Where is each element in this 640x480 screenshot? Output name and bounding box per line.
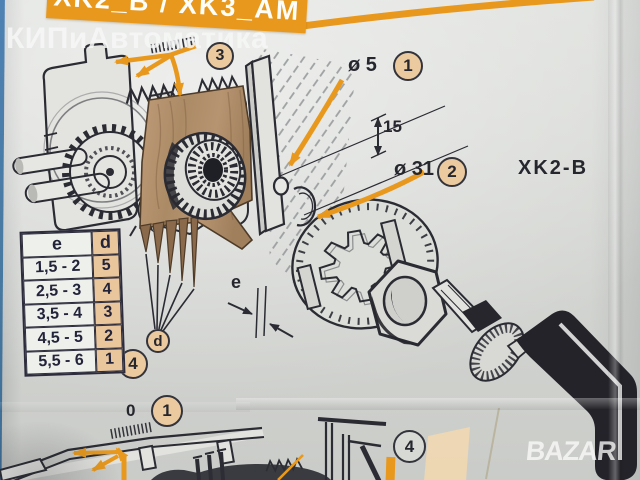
table-cell-e: 3,5 - 4 [24,301,95,328]
horizontal-fold-crease [236,398,640,410]
marketplace-watermark: BAZAR [524,436,618,466]
socket-tool [367,259,637,480]
thickness-depth-table: e d 1,5 - 2 5 2,5 - 3 4 3,5 - 4 3 4,5 - … [19,228,126,377]
lower-figure-housing [0,426,331,480]
vertical-fold-crease [608,0,624,480]
callout-1-lower: 1 [151,395,183,427]
tool-handle [516,310,637,480]
table-cell-d: 3 [93,300,122,326]
hatch-region [258,48,356,288]
callout-1: 1 [393,51,423,81]
adjustment-comb [150,36,196,54]
panel-notch [293,186,317,227]
dimension-15 [279,105,469,216]
height-dimension-label: 15 [383,117,402,136]
table-cell-e: 1,5 - 2 [22,254,94,281]
table-header-d: d [91,230,120,255]
model-type-label: XK2-B [518,157,589,179]
dimension-e [227,285,294,339]
table-cell-d: 5 [92,253,121,279]
table-cell-e: 5,5 - 6 [25,348,97,375]
callout-3: 3 [206,42,234,70]
depth-label-circle: d [146,329,170,353]
panel-hole [272,176,290,196]
scale-zero-label: 0 [126,401,136,420]
corner-shadow [0,420,120,480]
orange-arrows [72,0,595,480]
spline-drum [163,131,247,221]
banner-curve-line [294,0,595,31]
depth-fan-lines [145,253,195,332]
disc-diameter-label: ø 31 [394,158,435,180]
table-header-e: e [21,231,93,258]
table-cell-e: 2,5 - 3 [23,278,94,305]
table-cell-d: 1 [95,347,124,373]
wall-panel [244,54,317,236]
callout-2: 2 [437,157,467,187]
callout-4-lower: 4 [393,430,426,463]
cam-fingers [139,216,199,288]
lower-figure-scale [110,422,152,439]
table-cell-e: 4,5 - 5 [24,325,96,352]
table-cell-d: 4 [93,277,121,302]
lower-mid-figure [317,407,500,480]
thickness-label: e [231,272,242,292]
hole-diameter-label: ø 5 [348,54,377,76]
disc-slots [296,218,409,311]
horizontal-fold-crease-left [0,402,250,412]
table-cell-d: 2 [94,324,123,349]
